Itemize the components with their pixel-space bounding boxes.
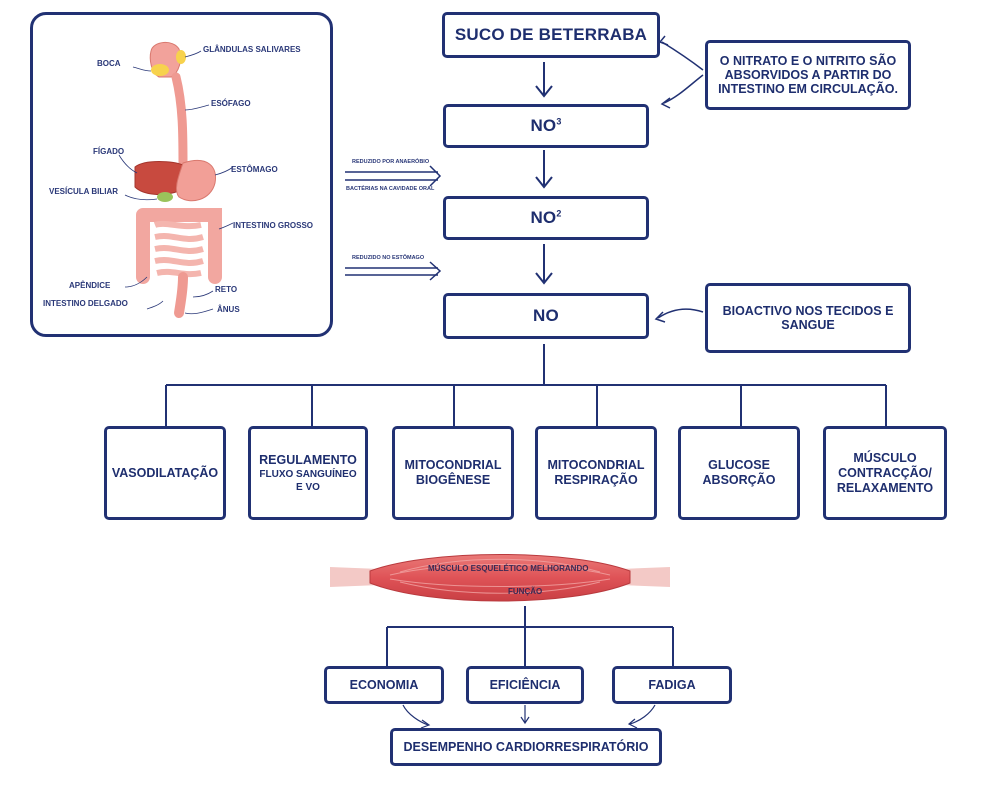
outcome-fadiga: FADIGA: [612, 666, 732, 704]
muscle-label-line1: MÚSCULO ESQUELÉTICO MELHORANDO: [428, 564, 589, 573]
box-no: NO: [443, 293, 649, 339]
final-desempenho: DESEMPENHO CARDIORRESPIRATÓRIO: [390, 728, 662, 766]
effect-vasodilatacao: VASODILATAÇÃO: [104, 426, 226, 520]
arrow-label-reduced-stomach: REDUZIDO NO ESTÔMAGO: [352, 255, 425, 261]
arrowhead-1: [535, 85, 553, 98]
label-reto: RETO: [215, 285, 238, 294]
outcome-economia: ECONOMIA: [324, 666, 444, 704]
effect-regulamento: REGULAMENTO FLUXO SANGUÍNEO E VO: [248, 426, 368, 520]
effect-musculo-contracao: MÚSCULO CONTRACÇÃO/ RELAXAMENTO: [823, 426, 947, 520]
label-glandulas-salivares: GLÂNDULAS SALIVARES: [203, 45, 301, 54]
arrow-label-oral-bacteria: BACTÉRIAS NA CAVIDADE ORAL: [346, 186, 435, 192]
effect-mitocondrial-biogenese: MITOCONDRIAL BIOGÊNESE: [392, 426, 514, 520]
label-esofago: ESÓFAGO: [211, 99, 251, 108]
label-estomago: ESTÔMAGO: [231, 165, 278, 174]
digestive-system-illustration: [118, 42, 234, 318]
note-bioactive: BIOACTIVO NOS TECIDOS E SANGUE: [705, 283, 911, 353]
arrow-label-reduced-anaerobic: REDUZIDO POR ANAERÓBIO: [352, 159, 430, 165]
label-apendice: APÊNDICE: [69, 281, 111, 290]
label-intestino-delgado: INTESTINO DELGADO: [43, 299, 128, 308]
effect-mitocondrial-respiracao: MITOCONDRIAL RESPIRAÇÃO: [535, 426, 657, 520]
label-intestino-grosso: INTESTINO GROSSO: [233, 221, 314, 230]
box-no2: NO2: [443, 196, 649, 240]
label-anus: ÂNUS: [217, 305, 240, 314]
arrowhead-3: [535, 272, 553, 285]
box-no3: NO3: [443, 104, 649, 148]
digestive-system-panel: BOCA GLÂNDULAS SALIVARES ESÓFAGO FÍGADO …: [30, 12, 333, 337]
effect-glucose-absorcao: GLUCOSE ABSORÇÃO: [678, 426, 800, 520]
skeletal-muscle-illustration: [330, 554, 670, 602]
outcome-eficiencia: EFICIÊNCIA: [466, 666, 584, 704]
label-vesicula-biliar: VESÍCULA BILIAR: [49, 187, 119, 196]
label-figado: FÍGADO: [93, 147, 125, 156]
muscle-label-line2: FUNÇÃO: [508, 587, 543, 596]
box-suco-de-beterraba: SUCO DE BETERRABA: [442, 12, 660, 58]
arrowhead-2: [535, 176, 553, 189]
label-boca: BOCA: [97, 59, 121, 68]
note-absorption: O NITRATO E O NITRITO SÃO ABSORVIDOS A P…: [705, 40, 911, 110]
